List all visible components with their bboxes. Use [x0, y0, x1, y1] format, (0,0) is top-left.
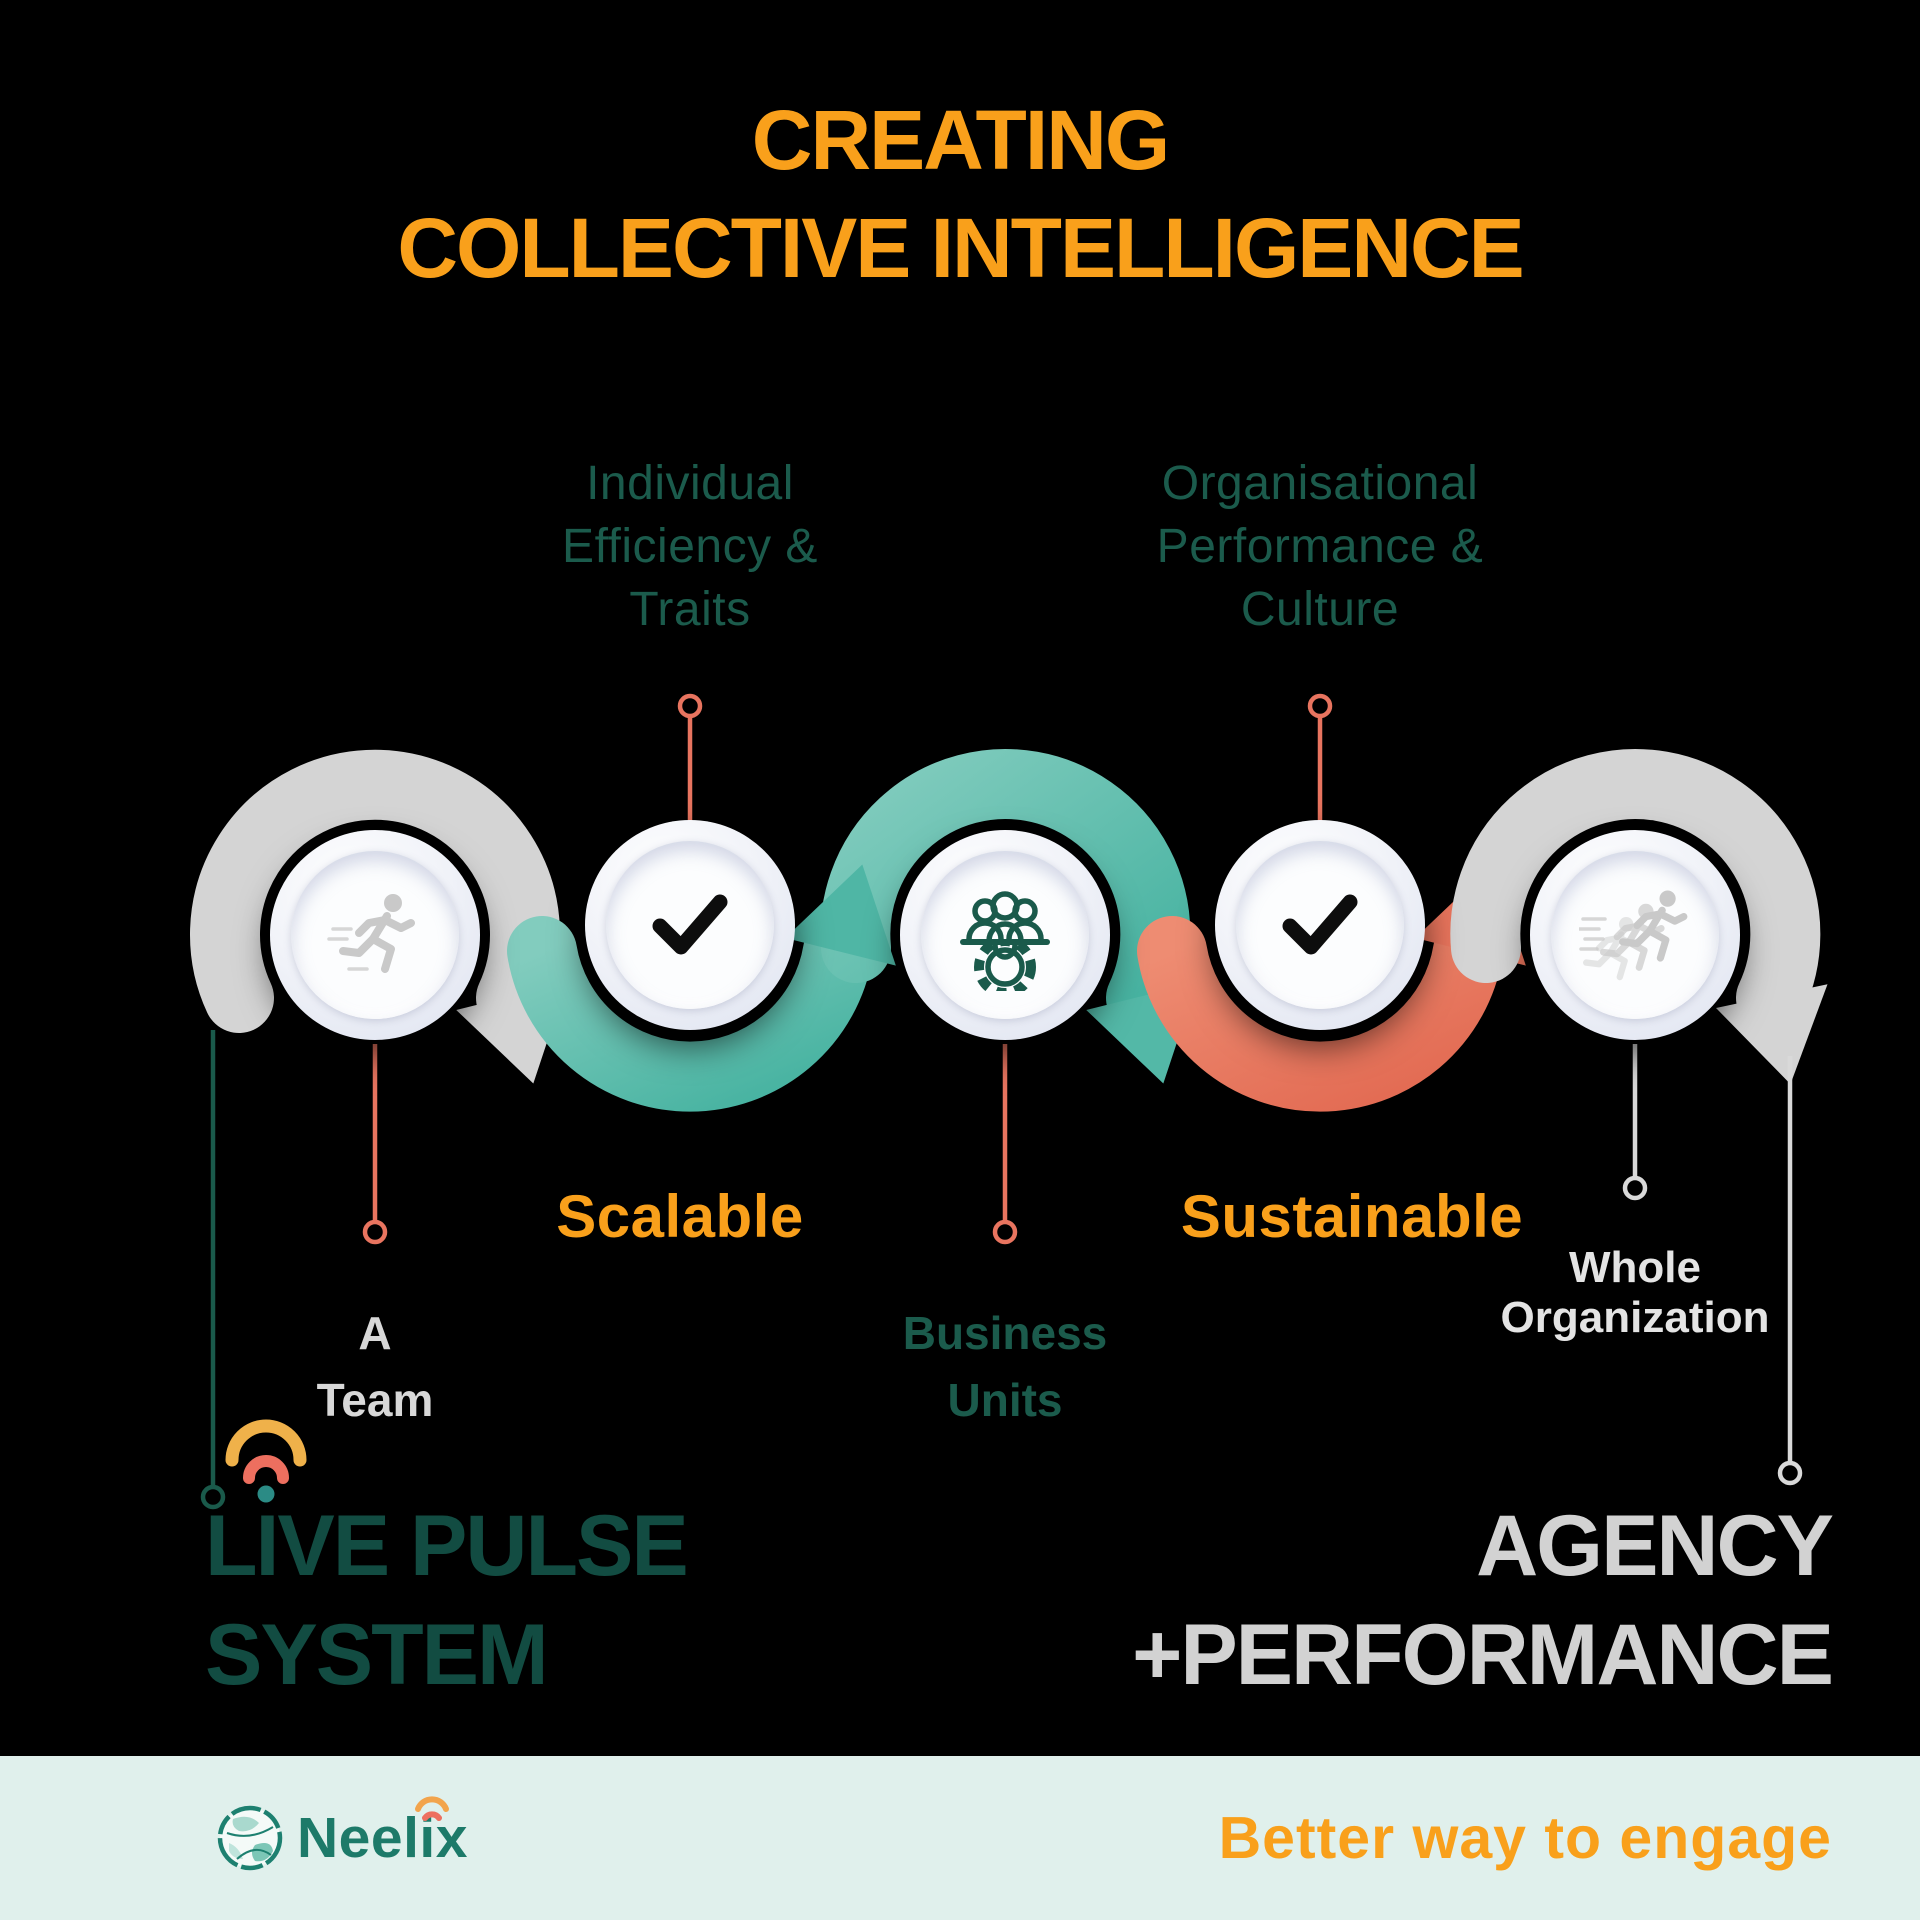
footer-tagline: Better way to engage: [1218, 1805, 1832, 1871]
single-runner-icon: [327, 879, 431, 991]
label-line: Culture: [1240, 583, 1400, 636]
node-scalable-check: [585, 820, 795, 1030]
node-inner: [606, 841, 774, 1009]
flow-word-scalable: Scalable: [556, 1183, 804, 1250]
node-whole-organization: [1530, 830, 1740, 1040]
live-pulse-wifi-icon: [225, 1419, 307, 1503]
checkmark-icon: [652, 894, 728, 955]
node-inner: [921, 851, 1089, 1019]
headline-live-pulse-system: LIVE PULSE SYSTEM: [205, 1492, 689, 1710]
stage-label-business-units: Business Units: [855, 1300, 1155, 1434]
running-group-icon: [1579, 879, 1691, 991]
label-line: Performance &: [1156, 520, 1484, 573]
footer-bar: Neelix Better way to engage: [0, 1756, 1920, 1920]
green-connector: [200, 1030, 226, 1510]
label-line: Units: [947, 1374, 1063, 1426]
page-title: CREATING COLLECTIVE INTELLIGENCE: [0, 86, 1920, 302]
headline-line: LIVE PULSE: [205, 1498, 689, 1594]
title-line-2: COLLECTIVE INTELLIGENCE: [397, 201, 1524, 295]
checkmark-icon: [1282, 894, 1358, 955]
stage-label-a-team: A Team: [225, 1300, 525, 1434]
label-line: Team: [316, 1374, 434, 1426]
label-individual-efficiency: Individual Efficiency & Traits: [430, 452, 950, 641]
label-line: Whole: [1569, 1243, 1701, 1292]
gray-connectors: [1622, 1044, 1803, 1486]
label-line: A: [358, 1307, 392, 1359]
neelix-logo: Neelix: [215, 1756, 468, 1920]
headline-agency-performance: AGENCY +PERFORMANCE: [1132, 1492, 1834, 1710]
salmon-connectors: [362, 693, 1333, 1245]
node-a-team: [270, 830, 480, 1040]
node-inner: [1551, 851, 1719, 1019]
headline-line: AGENCY: [1476, 1498, 1834, 1594]
label-line: Efficiency &: [562, 520, 818, 573]
title-line-1: CREATING: [751, 93, 1170, 187]
label-organisational-performance: Organisational Performance & Culture: [1060, 452, 1580, 641]
stage-label-whole-organization: Whole Organization: [1435, 1243, 1835, 1343]
brand-name: Neelix: [297, 1796, 468, 1871]
headline-line: SYSTEM: [205, 1607, 549, 1703]
label-line: Organization: [1500, 1293, 1770, 1342]
label-line: Traits: [629, 583, 751, 636]
label-line: Organisational: [1161, 457, 1479, 510]
node-inner: [291, 851, 459, 1019]
neelix-globe-icon: [217, 1805, 283, 1871]
label-line: Business: [902, 1307, 1108, 1359]
flow-word-sustainable: Sustainable: [1180, 1183, 1524, 1250]
label-line: Individual: [586, 457, 794, 510]
node-sustainable-check: [1215, 820, 1425, 1030]
team-gear-icon: [960, 891, 1050, 991]
headline-line: +PERFORMANCE: [1132, 1607, 1834, 1703]
brand-wifi-icon: [414, 1796, 449, 1821]
node-business-units: [900, 830, 1110, 1040]
node-inner: [1236, 841, 1404, 1009]
